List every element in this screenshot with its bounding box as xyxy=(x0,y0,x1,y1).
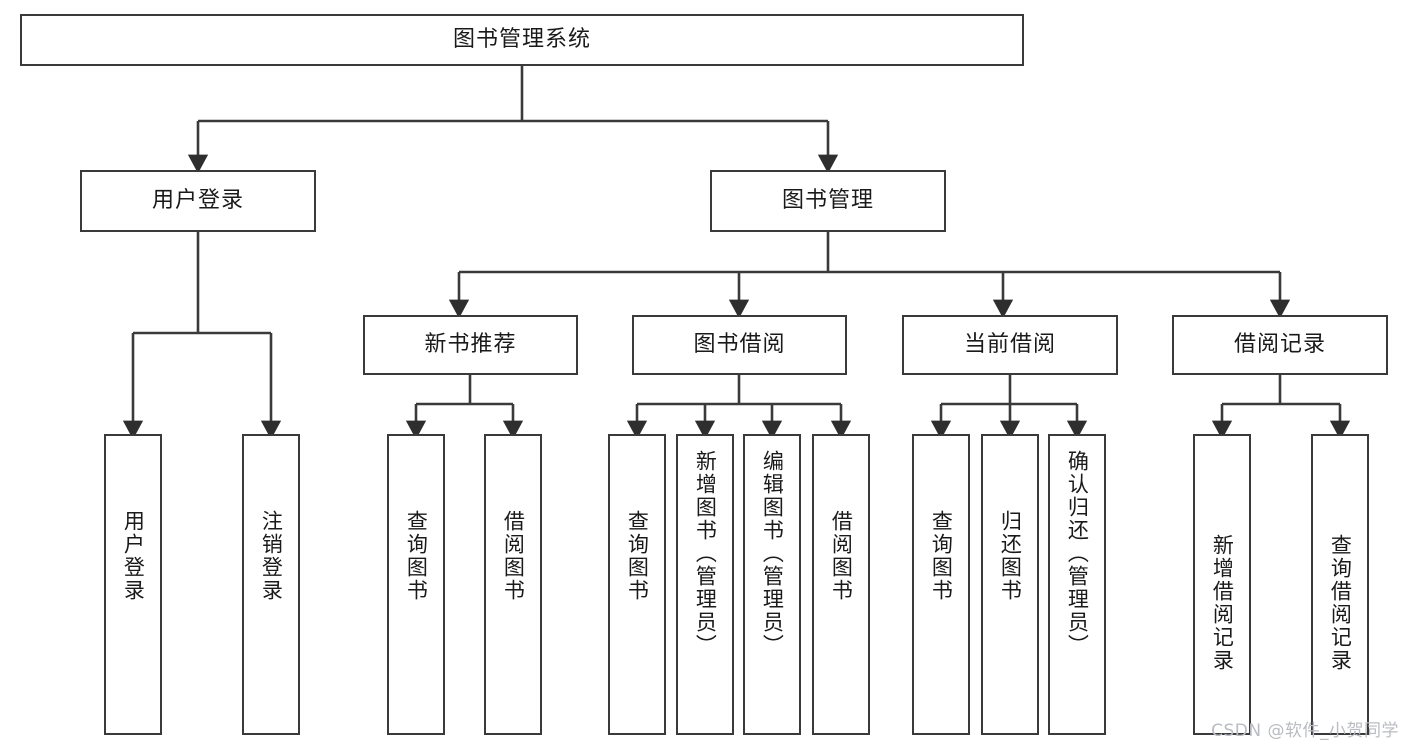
leaf-edit-book-admin[interactable]: 编辑图书（管理员） xyxy=(743,434,801,735)
node-label: 确认归还（管理员） xyxy=(1065,450,1090,657)
leaf-borrow-book-recommend[interactable]: 借阅图书 xyxy=(484,434,542,735)
node-label: 当前借阅 xyxy=(963,331,1056,357)
node-label: 查询图书 xyxy=(625,510,650,602)
node-label: 新增图书（管理员） xyxy=(693,450,718,657)
leaf-return-book[interactable]: 归还图书 xyxy=(981,434,1039,735)
leaf-user-login[interactable]: 用户登录 xyxy=(104,434,162,735)
node-label: 借阅图书 xyxy=(829,510,854,602)
leaf-add-borrow-record[interactable]: 新增借阅记录 xyxy=(1193,434,1251,735)
node-label: 新增借阅记录 xyxy=(1210,534,1235,672)
leaf-query-book-recommend[interactable]: 查询图书 xyxy=(387,434,445,735)
leaf-borrow-book[interactable]: 借阅图书 xyxy=(812,434,870,735)
node-book-management[interactable]: 图书管理 xyxy=(710,170,946,232)
leaf-confirm-return-admin[interactable]: 确认归还（管理员） xyxy=(1048,434,1106,735)
node-root-system[interactable]: 图书管理系统 xyxy=(20,14,1024,66)
leaf-query-book-current[interactable]: 查询图书 xyxy=(912,434,970,735)
node-label: 查询图书 xyxy=(929,510,954,602)
node-book-borrow[interactable]: 图书借阅 xyxy=(632,315,847,375)
leaf-logout[interactable]: 注销登录 xyxy=(242,434,300,735)
node-label: 借阅图书 xyxy=(501,510,526,602)
node-label: 归还图书 xyxy=(998,510,1023,602)
leaf-add-book-admin[interactable]: 新增图书（管理员） xyxy=(676,434,734,735)
leaf-query-borrow-record[interactable]: 查询借阅记录 xyxy=(1311,434,1369,735)
node-new-book-recommend[interactable]: 新书推荐 xyxy=(363,315,578,375)
node-label: 借阅记录 xyxy=(1233,331,1326,357)
node-label: 查询图书 xyxy=(404,510,429,602)
node-label: 图书借阅 xyxy=(693,331,786,357)
node-label: 用户登录 xyxy=(151,187,244,213)
node-label: 查询借阅记录 xyxy=(1328,534,1353,672)
node-current-borrow[interactable]: 当前借阅 xyxy=(902,315,1118,375)
node-label: 图书管理系统 xyxy=(452,26,591,52)
node-borrow-record[interactable]: 借阅记录 xyxy=(1172,315,1388,375)
node-label: 新书推荐 xyxy=(424,331,517,357)
leaf-query-book-borrow[interactable]: 查询图书 xyxy=(608,434,666,735)
node-user-login[interactable]: 用户登录 xyxy=(80,170,316,232)
node-label: 用户登录 xyxy=(121,510,146,602)
node-label: 图书管理 xyxy=(781,187,874,213)
node-label: 注销登录 xyxy=(259,510,284,602)
node-label: 编辑图书（管理员） xyxy=(760,450,785,657)
